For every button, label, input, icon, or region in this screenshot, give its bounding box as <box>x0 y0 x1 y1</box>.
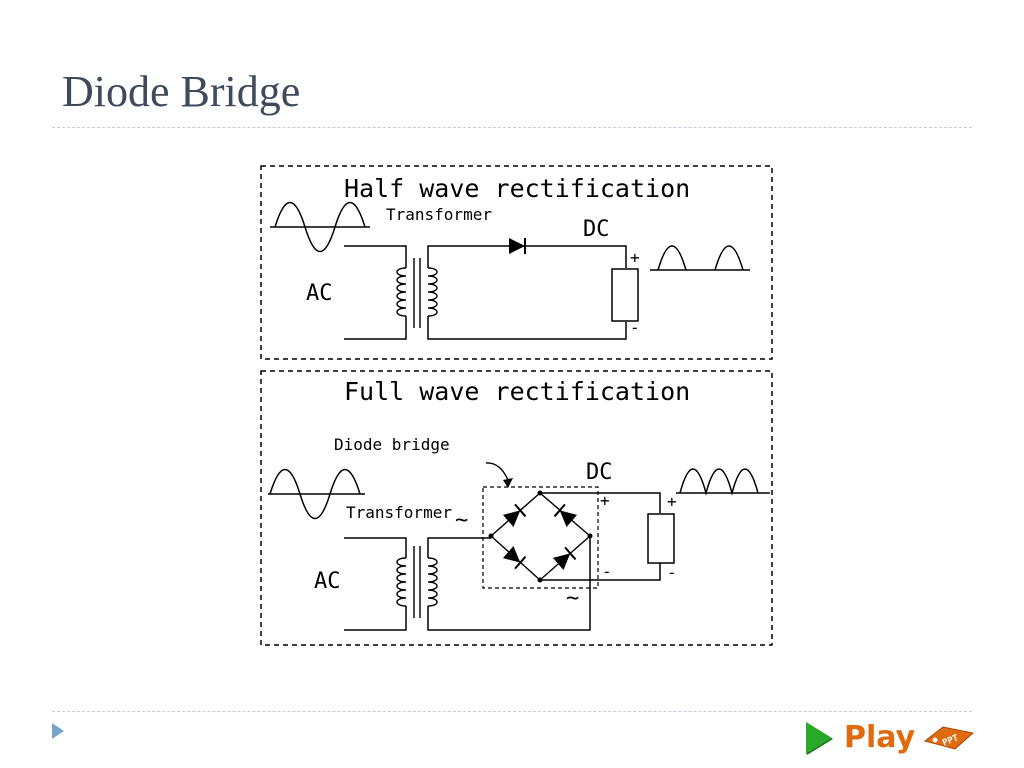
diode-bridge <box>488 490 593 583</box>
full-wave-bridge-minus: - <box>602 562 612 581</box>
full-wave-bridge-label: Diode bridge <box>334 435 450 454</box>
half-wave-frame <box>260 165 773 360</box>
half-wave-ac-sine <box>270 202 370 252</box>
half-wave-transformer-label: Transformer <box>386 205 492 224</box>
full-wave-frame <box>260 370 773 646</box>
half-wave-diode <box>508 237 526 255</box>
half-wave-transformer <box>396 258 438 328</box>
full-wave-transformer-label: Transformer <box>346 503 452 522</box>
full-wave-ac-sine <box>268 469 365 519</box>
full-wave-transformer <box>396 546 438 618</box>
half-wave-ac-label: AC <box>306 281 333 306</box>
footer-divider <box>52 711 972 712</box>
full-wave-panel: Full wave rectification Diode bridge Tra… <box>260 370 773 646</box>
diode-bridge-box <box>482 486 599 589</box>
full-wave-wires <box>344 492 661 631</box>
bridge-ac-symbol-bottom: ~ <box>566 586 579 611</box>
play-label: Play <box>844 720 916 755</box>
full-wave-ac-label: AC <box>314 569 341 594</box>
bridge-ac-symbol-left: ~ <box>455 508 468 533</box>
full-wave-load-plus: + <box>667 492 677 511</box>
full-wave-dc-label: DC <box>586 460 613 485</box>
half-wave-dc-label: DC <box>583 217 610 242</box>
half-wave-wires <box>344 245 627 340</box>
title-divider <box>52 127 972 128</box>
full-wave-load-minus: - <box>667 563 677 582</box>
half-wave-load-resistor <box>611 268 639 322</box>
play-triangle-icon <box>806 722 832 754</box>
half-wave-panel: Half wave rectification Transformer AC D… <box>260 165 773 360</box>
play-button[interactable]: Play PPT <box>806 716 975 760</box>
full-wave-load-resistor <box>647 513 675 564</box>
half-wave-minus: - <box>630 318 640 337</box>
full-wave-output-wave <box>676 468 770 496</box>
full-wave-bridge-plus: + <box>600 491 610 510</box>
ppt-tag-icon: PPT <box>924 726 975 750</box>
half-wave-output-wave <box>650 245 750 271</box>
bridge-diode-lower-right <box>551 546 577 571</box>
half-wave-plus: + <box>630 248 640 267</box>
slide-title: Diode Bridge <box>62 67 301 116</box>
full-wave-title: Full wave rectification <box>344 377 690 406</box>
bridge-pointer-arrow <box>485 462 513 488</box>
bullet-arrow-icon <box>52 723 64 739</box>
half-wave-title: Half wave rectification <box>344 174 690 203</box>
